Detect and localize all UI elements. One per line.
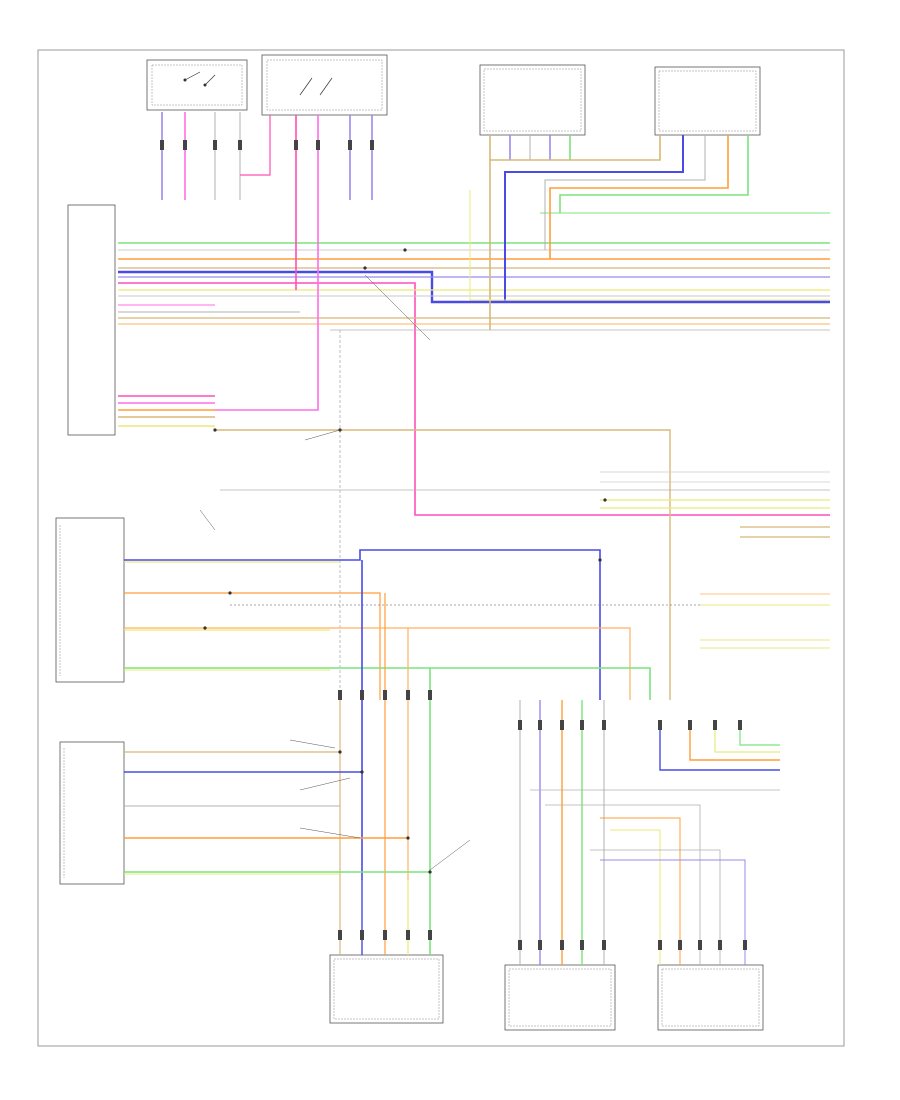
component-rear-lamp-lower-left	[59, 741, 125, 885]
component-switch-left	[146, 59, 248, 111]
component-switch-right	[261, 54, 388, 116]
module-outputs	[118, 304, 300, 427]
component-tail-lamp-left	[504, 964, 616, 1031]
wire-harness	[118, 112, 830, 516]
callout-leaders	[199, 274, 471, 871]
wire-middle	[124, 330, 830, 965]
component-module-left	[67, 204, 116, 436]
splice-points	[203, 248, 607, 874]
connector-stubs	[160, 140, 747, 950]
component-tail-lamp-right	[657, 964, 764, 1031]
component-rear-lamp-left	[479, 64, 586, 136]
diagram-frame	[37, 49, 845, 1047]
component-front-lamp-left	[55, 517, 125, 683]
component-rear-lamp-right	[654, 66, 761, 136]
component-tail-lamp-center	[329, 954, 444, 1024]
